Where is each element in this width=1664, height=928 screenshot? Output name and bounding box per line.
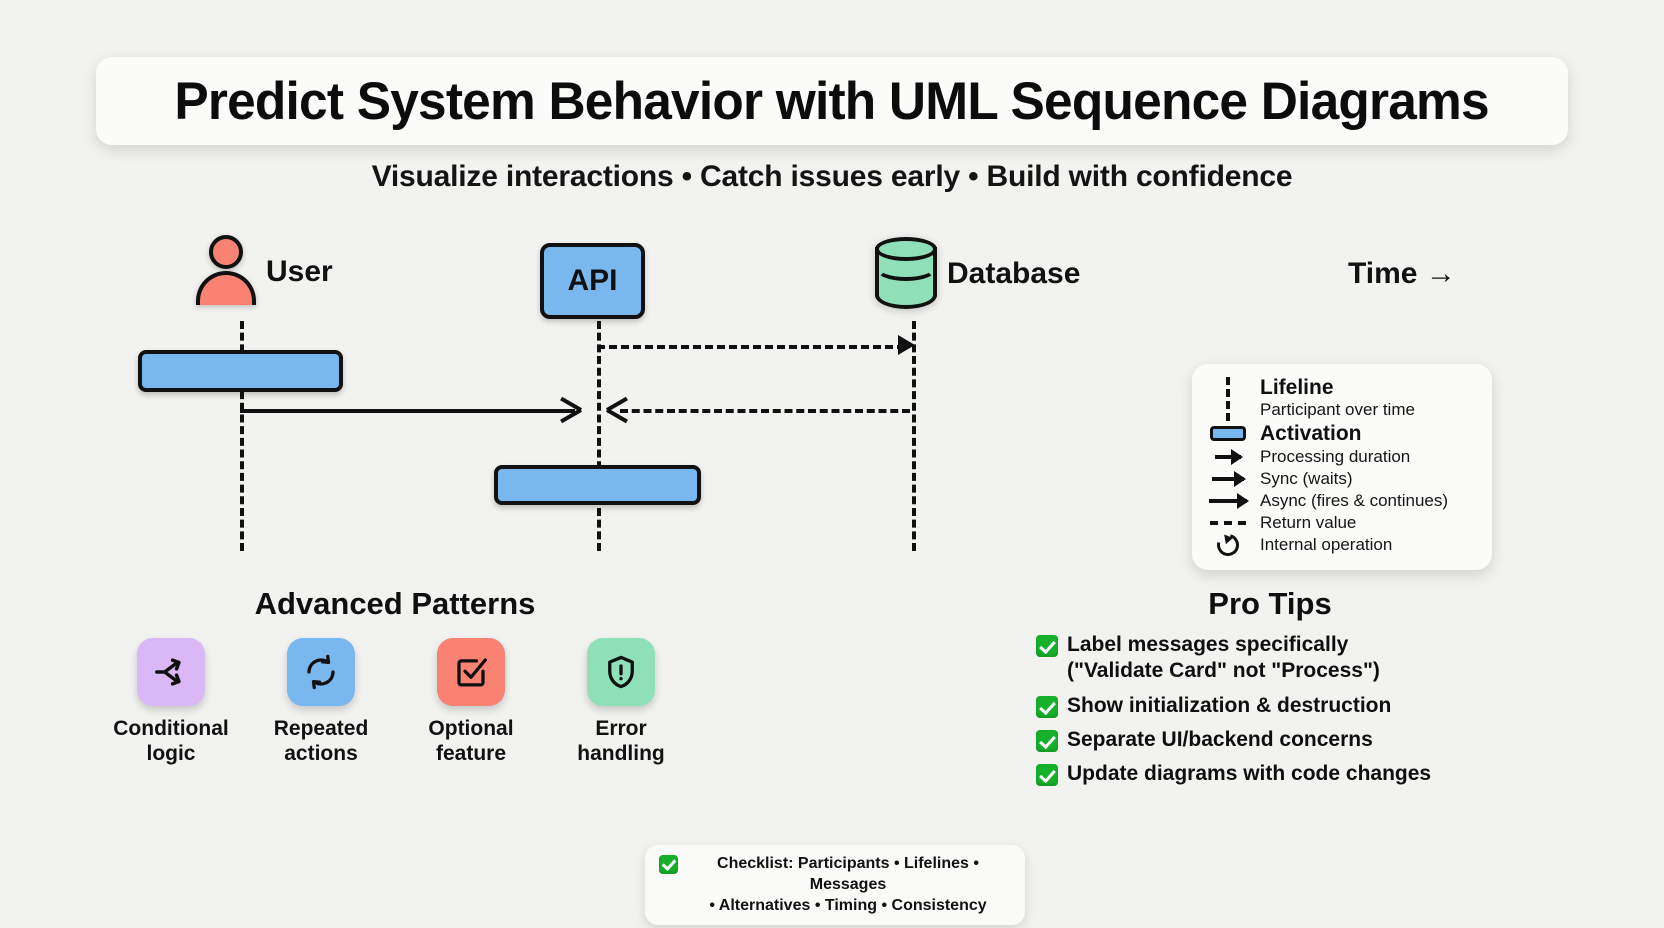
api-box-icon: API (540, 243, 645, 319)
time-axis-label: Time → (1348, 257, 1456, 290)
legend-desc-internal-operation: Internal operation (1260, 534, 1393, 554)
legend-item-lifeline: Lifeline Participant over time (1206, 376, 1478, 422)
lifeline-api (597, 321, 601, 551)
pro-tip-item: Separate UI/backend concerns (1036, 727, 1506, 753)
legend-card: Lifeline Participant over time Activatio… (1192, 364, 1492, 570)
pro-tip-item: Show initialization & destruction (1036, 693, 1506, 719)
pro-tip-text: Label messages specifically ("Validate C… (1067, 633, 1380, 683)
pattern-optional-feature[interactable]: Optional feature (396, 638, 546, 767)
lifeline-dashes-icon (1206, 376, 1250, 422)
pro-tip-text: Update diagrams with code changes (1067, 762, 1432, 785)
message-api-to-database-arrowhead (898, 335, 915, 355)
advanced-patterns-list: Conditional logic Repeated actions Optio… (96, 638, 696, 767)
checklist-text: Checklist: Participants • Lifelines • Me… (709, 855, 987, 914)
message-database-to-api-arrowhead (607, 397, 627, 421)
participant-database: Database (875, 235, 1080, 313)
pro-tip-text: Separate UI/backend concerns (1067, 727, 1373, 751)
legend-item-async: Async (fires & continues) (1206, 490, 1478, 512)
pro-tip-item: Label messages specifically ("Validate C… (1036, 632, 1506, 685)
legend-desc-return-value: Return value (1260, 512, 1357, 532)
actor-head-shape (209, 235, 243, 269)
legend-item-sync: Sync (waits) (1206, 468, 1478, 490)
legend-item-return-value: Return value (1206, 512, 1478, 534)
check-mark-icon (659, 855, 678, 874)
participant-label-user: User (266, 255, 333, 288)
lifeline-user (240, 321, 244, 551)
actor-body-shape (196, 271, 256, 305)
message-user-to-api-line (240, 409, 575, 413)
shield-alert-icon (587, 638, 655, 706)
pro-tip-text: Show initialization & destruction (1067, 693, 1392, 717)
message-database-to-api-line (620, 409, 910, 413)
pro-tips-heading: Pro Tips (1208, 586, 1332, 621)
arrow-medium-icon (1206, 468, 1250, 490)
check-mark-icon (1036, 729, 1058, 752)
actor-icon (196, 233, 256, 311)
activation-bar-icon (1206, 423, 1250, 445)
check-mark-icon (1036, 764, 1058, 786)
branch-icon (137, 638, 205, 706)
message-user-to-api-arrowhead (558, 397, 578, 421)
checklist-card: Checklist: Participants • Lifelines • Me… (645, 845, 1025, 926)
page-subtitle: Visualize interactions • Catch issues ea… (371, 160, 1293, 193)
check-mark-icon (1036, 635, 1058, 657)
title-card: Predict System Behavior with UML Sequenc… (96, 57, 1568, 145)
pattern-label-conditional-logic: Conditional logic (113, 717, 229, 765)
loop-refresh-icon (287, 638, 355, 706)
participant-label-database: Database (947, 257, 1081, 290)
legend-item-activation: Activation (1206, 422, 1478, 446)
pattern-label-optional-feature: Optional feature (428, 717, 514, 765)
participant-user: User (196, 233, 333, 311)
legend-desc-processing-duration: Processing duration (1260, 446, 1411, 466)
pattern-conditional-logic[interactable]: Conditional logic (96, 638, 246, 767)
legend-title-activation: Activation (1260, 422, 1362, 445)
db-ring-shape (875, 259, 937, 281)
activation-bar-user (138, 350, 343, 392)
pattern-label-repeated-actions: Repeated actions (273, 717, 369, 765)
pro-tips-list: Label messages specifically ("Validate C… (1036, 632, 1506, 795)
check-mark-icon (1036, 695, 1058, 718)
pattern-label-error-handling: Error handling (577, 717, 665, 765)
advanced-patterns-heading: Advanced Patterns (254, 586, 536, 621)
circular-arrow-icon (1206, 529, 1250, 560)
activation-bar-api (494, 465, 701, 505)
pattern-repeated-actions[interactable]: Repeated actions (246, 638, 396, 767)
participant-api: API (540, 243, 645, 319)
checkbox-checked-icon (437, 638, 505, 706)
arrow-short-icon (1206, 446, 1250, 468)
pro-tip-item: Update diagrams with code changes (1036, 761, 1506, 787)
legend-item-processing-duration: Processing duration (1206, 446, 1478, 468)
database-cylinder-icon (875, 235, 937, 313)
legend-desc-lifeline: Participant over time (1260, 399, 1415, 419)
legend-item-internal-operation: Internal operation (1206, 529, 1478, 560)
page-title: Predict System Behavior with UML Sequenc… (174, 71, 1490, 131)
lifeline-database (912, 321, 916, 551)
legend-title-lifeline: Lifeline (1260, 376, 1334, 399)
dashed-arrow-icon (1206, 512, 1250, 534)
pattern-error-handling[interactable]: Error handling (546, 638, 696, 767)
sequence-diagram: User API Database Time → (0, 225, 1664, 570)
legend-desc-sync: Sync (waits) (1260, 468, 1353, 488)
legend-desc-async: Async (fires & continues) (1260, 490, 1449, 510)
arrow-long-icon (1206, 490, 1250, 512)
db-top-ellipse (875, 237, 937, 261)
message-api-to-database-line (597, 345, 905, 349)
